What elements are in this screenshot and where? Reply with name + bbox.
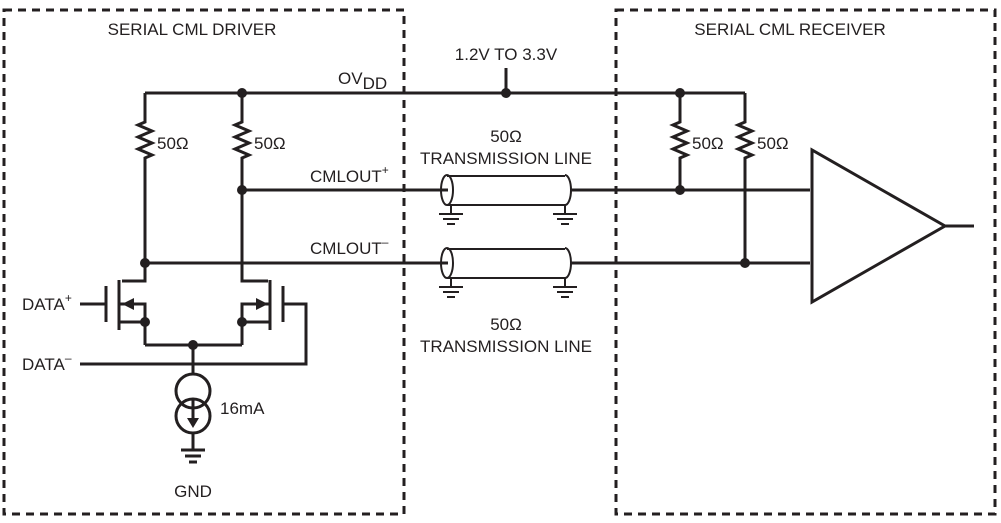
receiver-resistor-left <box>669 93 691 195</box>
driver-title: SERIAL CML DRIVER <box>108 20 277 39</box>
supply-rail-label: OVDD <box>338 69 387 93</box>
output-wires <box>140 185 448 268</box>
receiver-resistor-left-value: 50Ω <box>692 134 724 153</box>
tline-top <box>439 174 810 225</box>
driver-resistor-left-value: 50Ω <box>157 134 189 153</box>
cmlout-neg-label: CMLOUT– <box>310 235 389 258</box>
tline-bottom-impedance: 50Ω <box>490 315 522 334</box>
data-pos-label: DATA+ <box>22 291 72 314</box>
supply-rail <box>145 68 745 98</box>
tline-bottom <box>439 247 810 298</box>
current-source <box>174 372 212 450</box>
driver-resistor-right-value: 50Ω <box>254 134 286 153</box>
tline-top-label: TRANSMISSION LINE <box>420 149 592 168</box>
tline-top-impedance: 50Ω <box>490 127 522 146</box>
receiver-title: SERIAL CML RECEIVER <box>694 20 885 39</box>
receiver-resistor-right <box>734 93 756 268</box>
driver-resistor-left <box>134 93 156 263</box>
receiver-amplifier <box>810 147 974 305</box>
tline-bottom-label: TRANSMISSION LINE <box>420 337 592 356</box>
transistor-left <box>80 263 150 345</box>
cmlout-pos-label: CMLOUT+ <box>310 163 389 186</box>
data-neg-label: DATA– <box>22 351 72 374</box>
driver-resistor-right <box>231 93 253 263</box>
receiver-resistor-right-value: 50Ω <box>757 134 789 153</box>
supply-range-label: 1.2V TO 3.3V <box>455 45 558 64</box>
gnd-label: GND <box>174 482 212 501</box>
ground-icon <box>181 448 205 464</box>
current-source-value: 16mA <box>220 399 265 418</box>
tail-node <box>145 340 242 373</box>
